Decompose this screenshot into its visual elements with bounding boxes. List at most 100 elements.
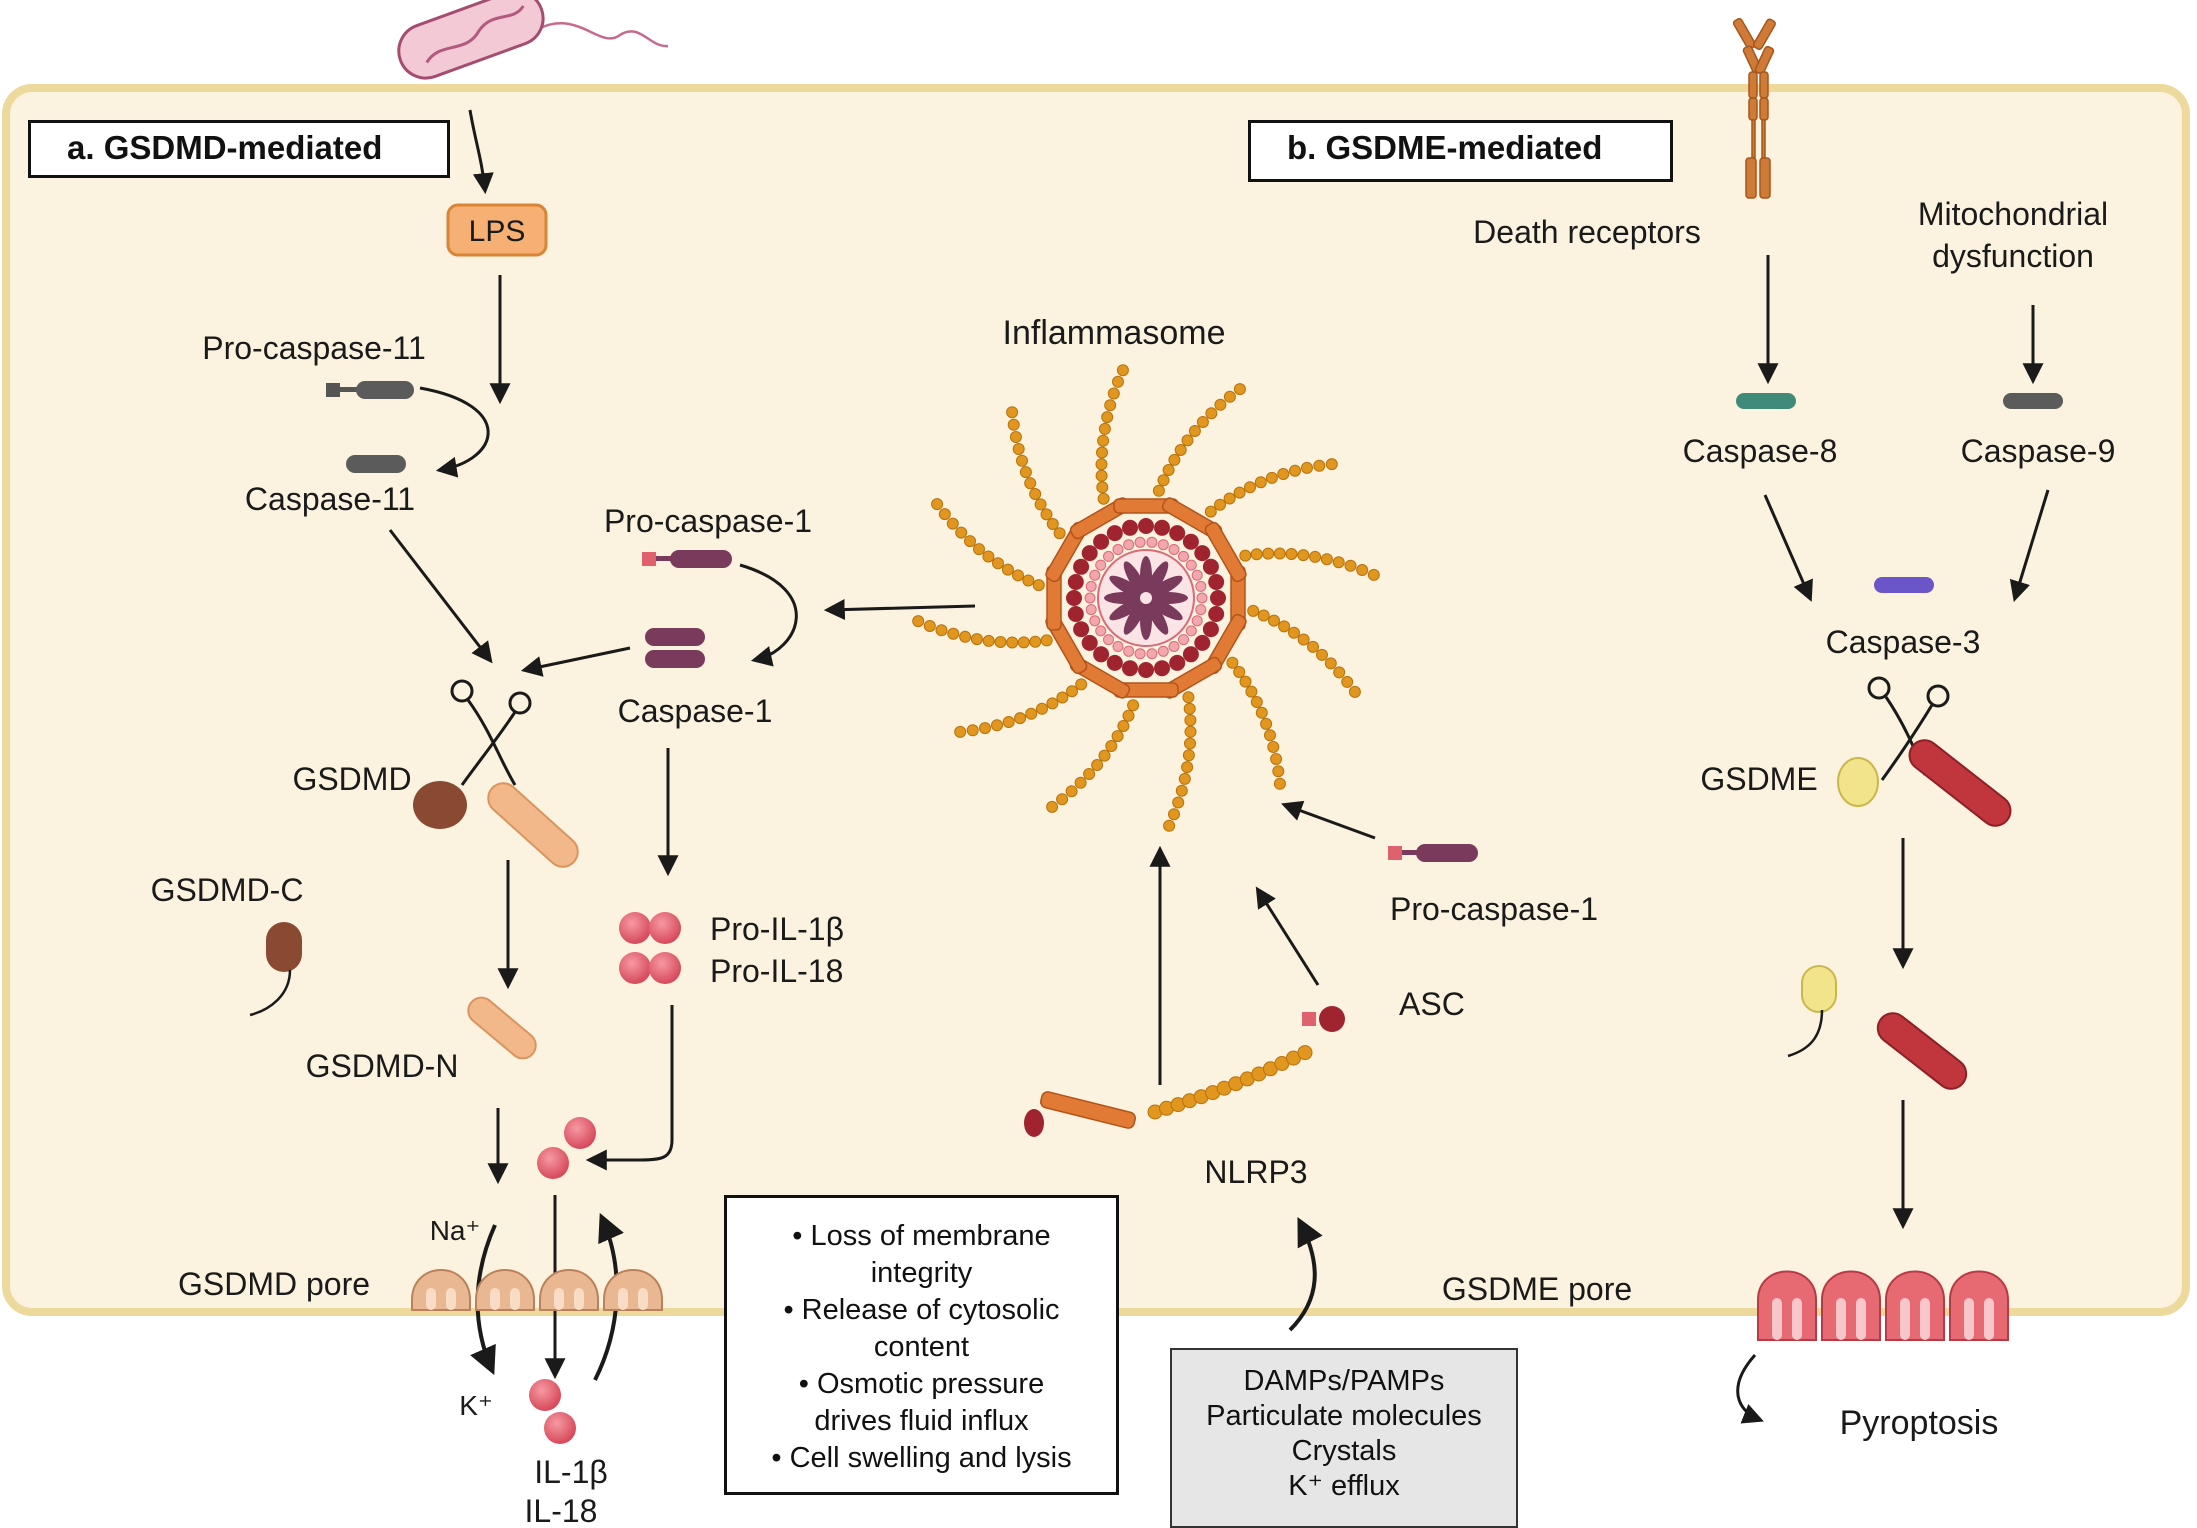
arrow-asc-up xyxy=(1255,886,1320,986)
inflammasome-bead xyxy=(1168,453,1181,466)
inflammasome-bead xyxy=(1017,636,1030,649)
inflammasome-bead xyxy=(991,719,1003,732)
inflammasome-card xyxy=(1191,615,1203,627)
inflammasome-bead xyxy=(1307,640,1319,653)
gsdmd-pore xyxy=(411,1269,663,1311)
inflammasome-bead xyxy=(1083,768,1096,780)
inflammasome-bead xyxy=(955,526,968,539)
inflammasome-bead xyxy=(1184,725,1197,738)
inflammasome-pyd xyxy=(1154,519,1170,536)
inflammasome-bead xyxy=(1117,720,1130,732)
inflammasome-bead xyxy=(1046,800,1059,813)
inflammasome-bead xyxy=(994,636,1007,648)
panel-b-title: b. GSDME-mediated xyxy=(1248,120,1673,182)
inflammasome-bead xyxy=(1324,657,1337,670)
inflammasome-card xyxy=(1168,544,1180,555)
inflammasome-pyd xyxy=(1182,533,1199,550)
inflammasome-bead xyxy=(1006,636,1019,649)
inflammasome-card xyxy=(1134,648,1146,660)
inflammasome-card xyxy=(1178,634,1189,646)
inflammasome-bead xyxy=(1024,477,1037,490)
death-receptor-icon xyxy=(1732,17,1776,199)
inflammasome-bead xyxy=(1257,609,1270,622)
inflammasome-bead xyxy=(1181,434,1194,447)
consequence-line: • Loss of membrane xyxy=(792,1220,1051,1252)
nlrp3-lrr-bead xyxy=(1297,1045,1313,1061)
inflammasome-bead xyxy=(1272,765,1285,778)
inflammasome-bead xyxy=(1265,471,1278,484)
inflammasome-card xyxy=(1085,604,1097,616)
inflammasome-pyd xyxy=(1081,545,1098,562)
death-receptors-label: Death receptors xyxy=(1473,214,1701,250)
inflammasome-pyd xyxy=(1093,533,1110,550)
inflammasome-bead xyxy=(1007,418,1020,431)
inflammasome-bead xyxy=(923,620,936,632)
inflammasome-bead xyxy=(1204,505,1217,518)
arrow-casp9-casp3 xyxy=(2009,489,2050,603)
arrow-casp8-casp3 xyxy=(1763,494,1813,602)
inflammasome-caspase-petal xyxy=(1109,575,1145,599)
inflammasome-bead xyxy=(1104,399,1117,412)
pro-il1b-label: Pro-IL-1β xyxy=(710,911,844,947)
inflammasome-bead xyxy=(1297,633,1310,646)
inflammasome-bead xyxy=(1233,383,1246,396)
inflammasome-bead xyxy=(1152,484,1165,497)
inflammasome-bead xyxy=(1244,481,1256,494)
gsdmd-c-fragment xyxy=(266,922,302,972)
inflammasome-bead xyxy=(1097,434,1110,447)
inflammasome-bead xyxy=(982,634,995,647)
inflammasome-bead xyxy=(1313,459,1326,472)
pro-caspase-1-protein xyxy=(642,550,732,568)
inflammasome-bead xyxy=(1002,716,1015,728)
gsdme-pore xyxy=(1757,1270,2009,1341)
inflammasome-card xyxy=(1185,559,1197,571)
inflammasome-bead xyxy=(1098,749,1111,762)
inflammasome-label: Inflammasome xyxy=(1003,314,1226,352)
inflammasome-bead xyxy=(1289,464,1301,477)
caspase-1-label: Caspase-1 xyxy=(618,693,773,729)
caspase-1-protein-top xyxy=(645,628,705,646)
gsdmd-c-domain xyxy=(413,781,467,829)
inflammasome-bead xyxy=(1046,697,1059,710)
inflammasome-pyd xyxy=(1169,525,1186,542)
inflammasome-bead xyxy=(1095,458,1108,471)
inflammasome-bead xyxy=(1233,486,1246,499)
asc-protein xyxy=(1302,1006,1345,1032)
gsdmd-n-fragment xyxy=(467,996,537,1060)
inflammasome-caspase-petal xyxy=(1145,599,1169,635)
inflammasome-bead xyxy=(1009,431,1022,443)
arrow-pyroptosis xyxy=(1736,1353,1764,1424)
inflammasome-card xyxy=(1123,645,1135,657)
inflammasome-bead xyxy=(1091,759,1104,771)
inflammasome-pyd xyxy=(1202,621,1219,638)
inflammasome-caspase-petal xyxy=(1145,561,1169,597)
inflammasome-bead xyxy=(1116,364,1129,377)
inflammasome-bead xyxy=(1214,398,1227,411)
inflammasome-caspase-petal xyxy=(1109,597,1145,621)
gsdmd-n-label: GSDMD-N xyxy=(306,1048,459,1084)
inflammasome-bead xyxy=(1285,548,1298,560)
inflammasome-bead xyxy=(992,557,1004,570)
inflammasome-bead xyxy=(959,630,972,643)
arrow-damps-nlrp3 xyxy=(1288,1217,1323,1332)
inflammasome-bead xyxy=(947,627,960,640)
inflammasome-bead xyxy=(1223,492,1236,505)
inflammasome-pyd xyxy=(1067,574,1084,590)
inflammasome-pyd xyxy=(1210,590,1226,606)
inflammasome-bead xyxy=(1122,709,1135,722)
inflammasome-bead xyxy=(1040,634,1053,647)
inflammasome-bead xyxy=(1320,553,1333,566)
inflammasome-pyd xyxy=(1169,654,1186,671)
inflammasome-bead xyxy=(1273,777,1286,790)
inflammasome-bead xyxy=(1254,476,1267,489)
inflammasome-bead xyxy=(1046,518,1059,530)
caspase-9-label: Caspase-9 xyxy=(1961,433,2116,469)
inflammasome-pyd xyxy=(1073,621,1090,638)
inflammasome-bead xyxy=(1101,411,1114,424)
inflammasome-pyd xyxy=(1208,606,1225,622)
inflammasome-pyd xyxy=(1194,545,1211,562)
inflammasome-bead xyxy=(1172,796,1185,809)
inflammasome-pyd xyxy=(1067,606,1084,622)
inflammasome-bead xyxy=(935,624,948,637)
inflammasome-card xyxy=(1146,536,1158,548)
